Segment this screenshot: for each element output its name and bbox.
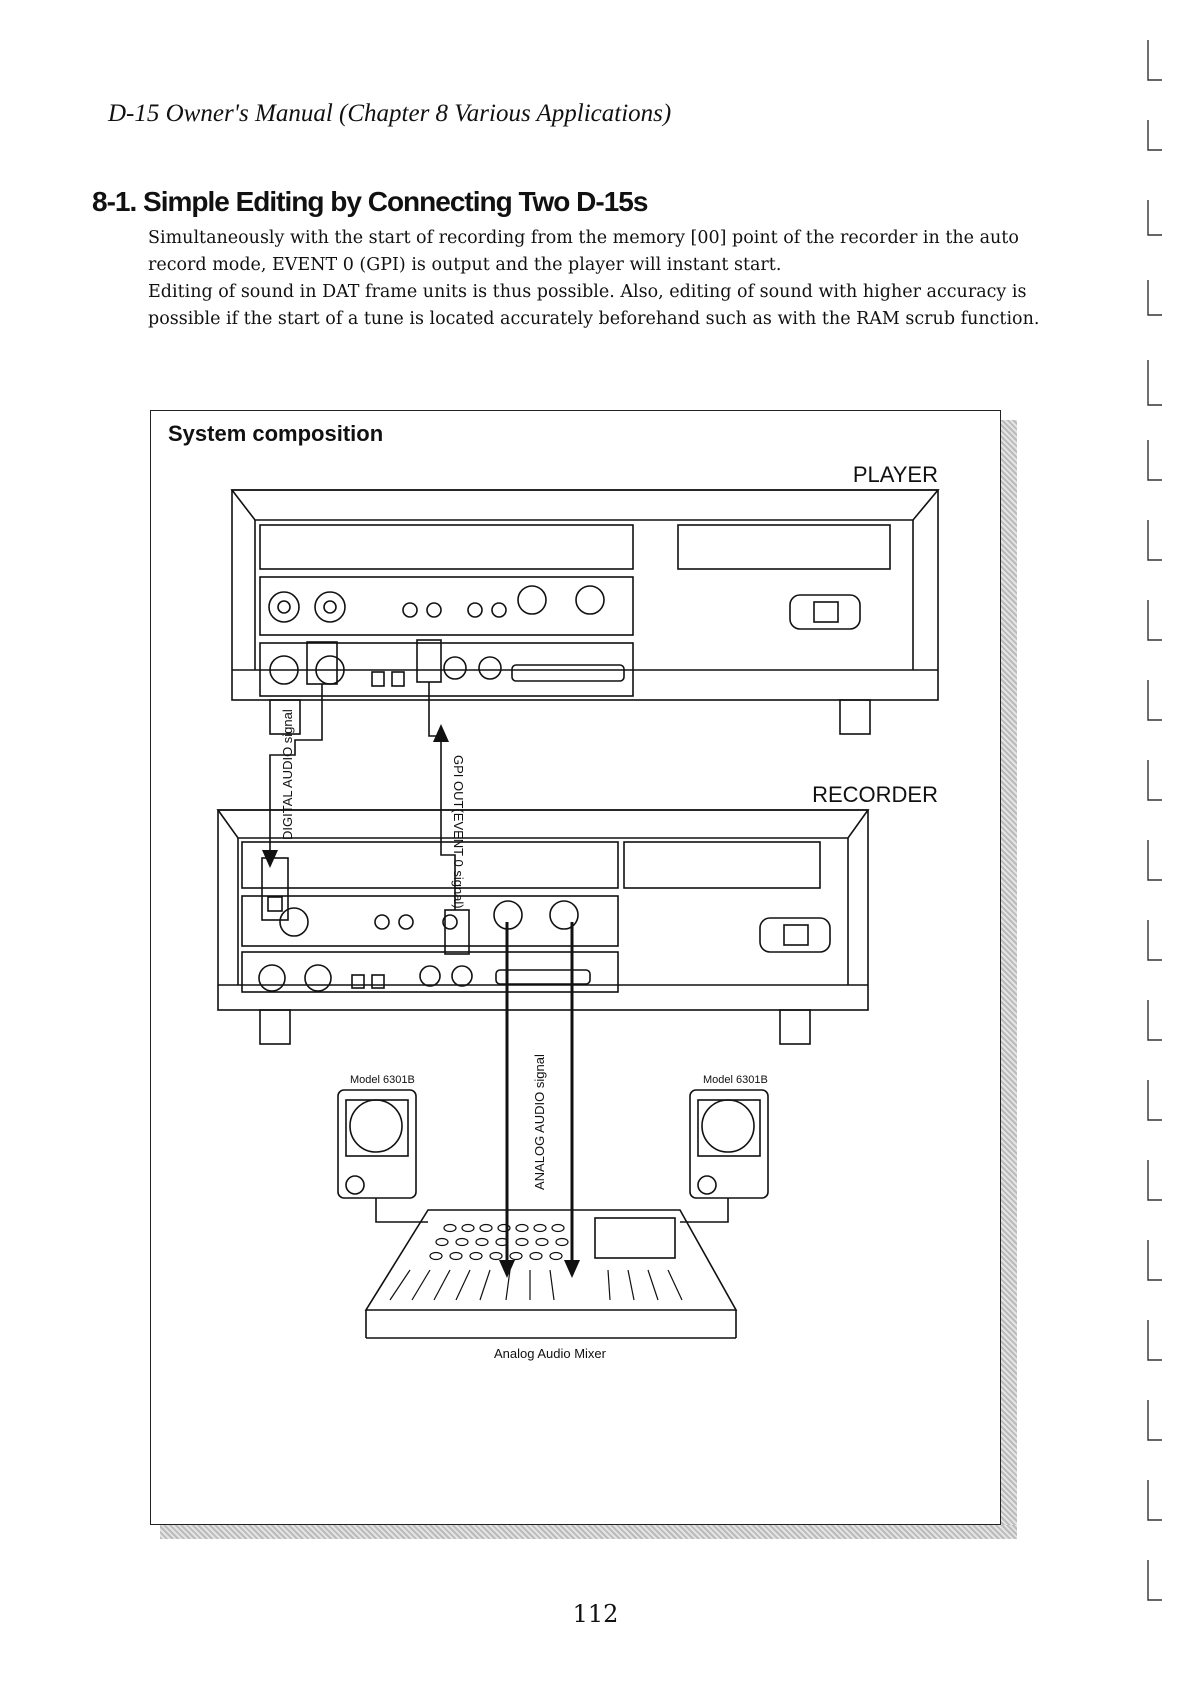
- player-label: PLAYER: [853, 462, 938, 487]
- digital-audio-signal-label: DIGITAL AUDIO signal: [280, 709, 295, 840]
- speaker-right-label: Model 6301B: [703, 1074, 768, 1086]
- section-title: 8-1. Simple Editing by Connecting Two D-…: [92, 186, 648, 217]
- gpi-cable: [416, 639, 470, 955]
- speaker-right: [680, 1089, 769, 1223]
- analog-audio-cables: [505, 922, 574, 1260]
- figure-title: System composition: [168, 421, 384, 446]
- system-composition-diagram: PLAYER RECORDER DIGITAL AUDIO signal GPI…: [216, 462, 940, 1361]
- gpi-signal-label: GPI OUT(EVENT 0 signal): [451, 755, 466, 909]
- analog-audio-signal-label: ANALOG AUDIO signal: [532, 1054, 547, 1190]
- digital-audio-cable: [261, 641, 338, 921]
- figure-shadow-bottom: [160, 1525, 1017, 1539]
- running-head: D-15 Owner's Manual (Chapter 8 Various A…: [108, 100, 672, 127]
- binding-margin-marks: [1147, 40, 1162, 1601]
- recorder-label: RECORDER: [812, 782, 938, 807]
- player-unit: [230, 489, 940, 735]
- figure-shadow-right: [1001, 420, 1017, 1535]
- mixer-knobs: [389, 1223, 683, 1301]
- paragraph-1: Simultaneously with the start of recordi…: [148, 228, 1019, 275]
- speaker-left-label: Model 6301B: [350, 1074, 415, 1086]
- speaker-left: [337, 1089, 428, 1223]
- mixer-label: Analog Audio Mixer: [494, 1346, 607, 1361]
- figure-frame: [150, 410, 1001, 1525]
- signal-arrows: [262, 724, 580, 1278]
- analog-audio-mixer: [364, 1209, 738, 1339]
- paragraph-2: Editing of sound in DAT frame units is t…: [148, 282, 1040, 329]
- page-number: 112: [572, 1600, 619, 1628]
- recorder-unit: [216, 809, 870, 1045]
